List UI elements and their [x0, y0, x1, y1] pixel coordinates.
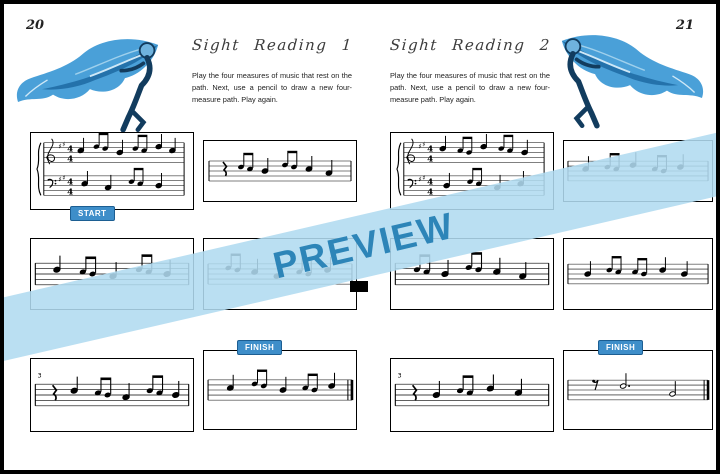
svg-text:♯: ♯ — [422, 174, 425, 182]
svg-text:4: 4 — [427, 154, 433, 164]
svg-text:3: 3 — [37, 372, 41, 380]
svg-text:4: 4 — [67, 154, 73, 164]
svg-text:♯: ♯ — [58, 176, 61, 184]
measure-box-left-5: 3 — [30, 358, 194, 432]
svg-text:♯: ♯ — [58, 143, 61, 151]
svg-text:4: 4 — [427, 178, 433, 188]
dancer-illustration-left — [10, 32, 168, 138]
instructions-right: Play the four measures of music that res… — [390, 71, 550, 104]
page-title-right: Sight Reading 2 — [389, 36, 552, 54]
svg-text:♯: ♯ — [62, 141, 65, 149]
instructions-left: Play the four measures of music that res… — [192, 71, 352, 104]
svg-text:4: 4 — [67, 178, 73, 188]
svg-text:♯: ♯ — [62, 174, 65, 182]
finish-badge-left: FINISH — [237, 340, 283, 355]
measure-box-right-5: 3 — [390, 358, 554, 432]
measure-box-right-4 — [563, 238, 713, 310]
start-badge: START — [70, 206, 115, 221]
music-notation: 3 — [34, 372, 190, 407]
dancer-icon — [561, 35, 704, 129]
music-notation: 3 — [394, 372, 550, 407]
finish-badge-right: FINISH — [598, 340, 644, 355]
measure-box-right-6 — [563, 350, 713, 430]
music-notation — [567, 373, 710, 401]
dancer-illustration-right — [552, 28, 710, 134]
page-title-left: Sight Reading 1 — [191, 36, 354, 54]
music-notation — [208, 150, 352, 182]
path-connector — [350, 281, 368, 292]
music-notation — [567, 256, 709, 285]
page-number-right: 21 — [675, 18, 694, 33]
svg-text:4: 4 — [67, 145, 73, 155]
svg-text:4: 4 — [67, 187, 73, 197]
measure-box-left-6 — [203, 350, 357, 430]
page-number-left: 20 — [26, 18, 45, 33]
svg-text:♯: ♯ — [418, 143, 421, 151]
measure-box-left-2 — [203, 140, 357, 202]
svg-text:3: 3 — [397, 372, 401, 380]
svg-text:4: 4 — [427, 145, 433, 155]
svg-text:♯: ♯ — [422, 141, 425, 149]
svg-text:4: 4 — [427, 187, 433, 197]
music-notation — [207, 369, 354, 401]
dancer-icon — [16, 39, 159, 133]
svg-text:♯: ♯ — [418, 176, 421, 184]
